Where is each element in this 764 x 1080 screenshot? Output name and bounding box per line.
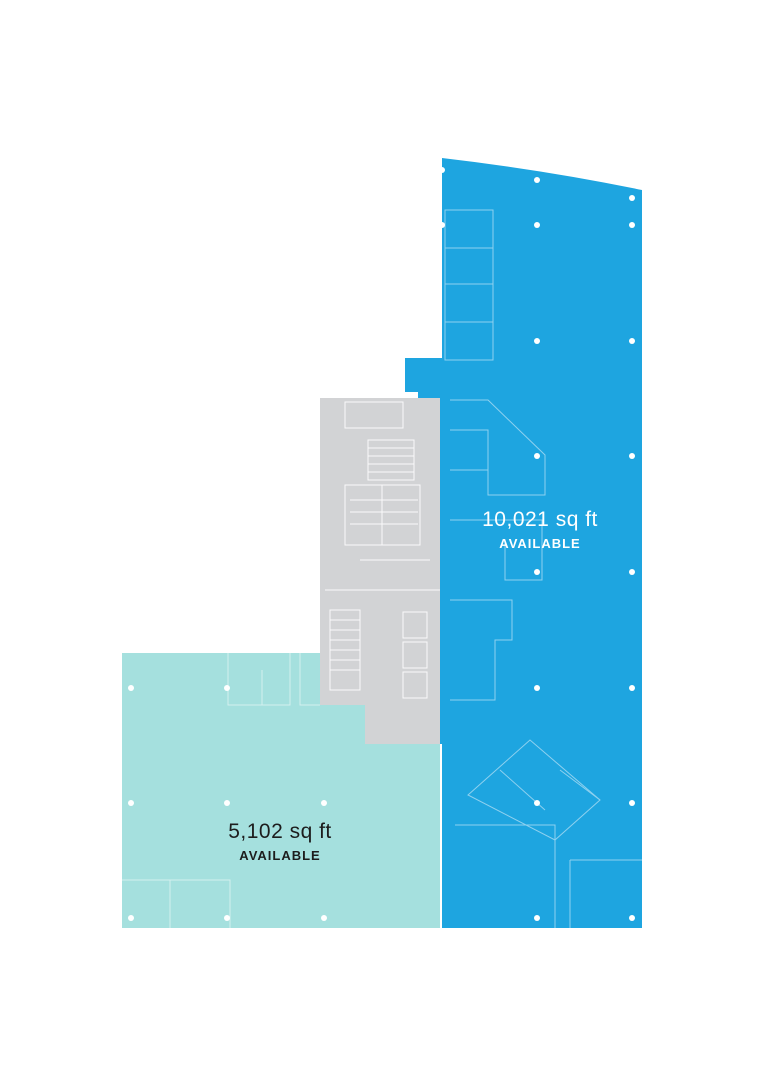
space-east-area[interactable] [405, 158, 642, 928]
building-core [320, 398, 442, 744]
space-southwest-status: AVAILABLE [239, 848, 321, 864]
space-southwest-area[interactable] [122, 653, 440, 928]
space-southwest-size: 5,102 sq ft [228, 820, 332, 843]
space-southwest-label: 5,102 sq ft AVAILABLE [180, 820, 380, 863]
space-east-label: 10,021 sq ft AVAILABLE [440, 508, 640, 551]
column-markers [128, 167, 635, 921]
space-east-status: AVAILABLE [499, 536, 581, 552]
space-east-size: 10,021 sq ft [482, 508, 598, 531]
